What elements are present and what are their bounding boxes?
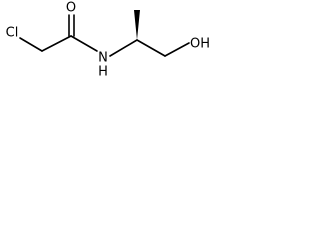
atom-label-n: N (98, 51, 108, 66)
bond-ch2-oh (164, 42, 190, 57)
atom-label-o-carbonyl: O (66, 1, 76, 16)
bond-n-ch (109, 39, 138, 57)
bond-ch2-carbonyl (41, 35, 72, 52)
bond-cl-ch2 (19, 37, 43, 52)
atom-label-cl: Cl (6, 26, 19, 41)
structure-canvas: Cl O N H OH (0, 0, 240, 88)
bonds (19, 14, 190, 57)
atom-label-oh: OH (190, 37, 210, 52)
bond-carbonyl-n (70, 35, 98, 52)
wedge-bond-methyl (134, 10, 140, 40)
atom-label-h-amide: H (98, 65, 108, 80)
atom-labels: Cl O N H OH (6, 1, 210, 80)
bond-ch-ch2 (136, 39, 166, 57)
molecule-diagram: Cl O N H OH (6, 1, 210, 80)
